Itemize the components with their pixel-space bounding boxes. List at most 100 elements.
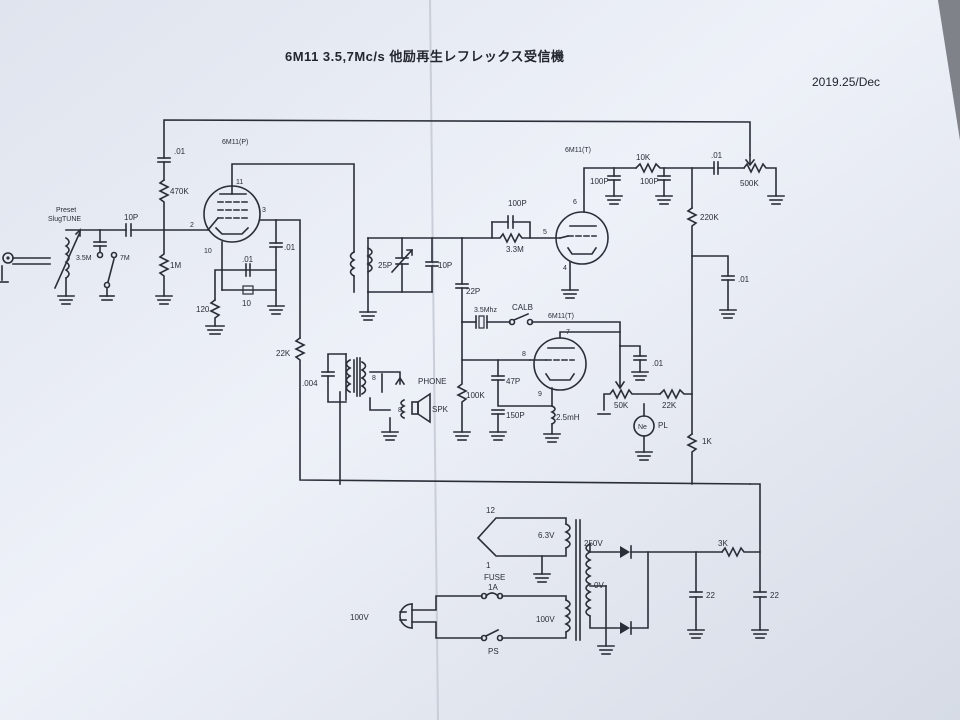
pin-5: 5	[543, 229, 547, 236]
capacitor-01-cathode	[245, 263, 251, 277]
pin-10: 10	[204, 248, 212, 255]
label-6-3v: 6.3V	[538, 531, 555, 540]
resistor-22k-screen	[294, 336, 751, 485]
label-tube3: 6M11(T)	[548, 313, 574, 320]
resistor-22k-osc	[658, 388, 693, 400]
capacitor-100p-plate-a	[605, 167, 623, 205]
rectifier-diode-lower	[589, 551, 649, 635]
label-preset: Preset	[56, 207, 76, 214]
label-c-01-osc: .01	[652, 359, 664, 368]
pin-9: 9	[538, 391, 542, 398]
label-slugtune: SlugTUNE	[48, 216, 81, 223]
label-c-10p: 10P	[124, 213, 138, 222]
pin-3: 3	[262, 207, 266, 214]
choke-2-5mh	[543, 387, 561, 443]
label-r-220k: 220K	[700, 213, 719, 222]
label-r-100k: 100K	[466, 391, 485, 400]
label-pl: PL	[658, 421, 668, 430]
label-spk: SPK	[432, 405, 449, 414]
label-r-1k: 1K	[702, 437, 712, 446]
label-c-004: .004	[302, 379, 318, 388]
tube-6m11-pentode	[203, 185, 261, 243]
label-c-100p-b: 100P	[640, 177, 659, 186]
heater-output	[476, 517, 567, 583]
top-feedback-wire	[163, 119, 751, 159]
potentiometer-50k	[597, 345, 661, 415]
label-c-100p: 100P	[508, 199, 527, 208]
capacitor-004	[321, 371, 347, 403]
capacitor-100p-grid	[491, 215, 531, 239]
label-c-22a: 22	[706, 591, 715, 600]
resistor-10k	[634, 162, 715, 174]
resistor-3-3m	[491, 232, 561, 244]
slug-tune-coil	[53, 228, 101, 305]
tube-6m11-triode-oscillator	[529, 331, 621, 391]
speaker-ground	[381, 417, 399, 441]
label-crystal: 3.5Mhz	[474, 307, 497, 314]
band-switch	[93, 229, 118, 301]
neon-pilot-lamp	[633, 403, 655, 461]
label-100v-primary: 100V	[536, 615, 555, 624]
tube-6m11-triode-detector	[555, 211, 609, 265]
antenna-jack	[0, 252, 51, 283]
filter-capacitor-22a	[687, 551, 705, 639]
capacitor-01-screen	[267, 219, 285, 315]
pin-2: 2	[190, 222, 194, 229]
resistor-120	[205, 298, 225, 335]
label-c-22b: 22	[770, 591, 779, 600]
label-tube1: 6M11(P)	[222, 139, 248, 146]
label-c-01-volume: .01	[711, 151, 723, 160]
label-tube2: 6M11(T)	[565, 147, 591, 154]
resistor-1m	[155, 229, 173, 305]
label-calb: CALB	[512, 303, 533, 312]
capacitor-22p	[455, 237, 469, 323]
resistor-470k	[158, 178, 170, 231]
label-r-22k-osc: 22K	[662, 401, 677, 410]
resistor-1k	[686, 432, 698, 485]
phone-jack	[369, 371, 406, 411]
pin-12: 12	[486, 506, 495, 515]
label-250v: 250V	[584, 539, 603, 548]
label-c-47p: 47P	[506, 377, 520, 386]
pin-4: 4	[563, 265, 567, 272]
label-c-10p-tank: 10P	[438, 261, 452, 270]
fuse-1a	[480, 592, 567, 601]
label-phone: PHONE	[418, 377, 446, 386]
variable-capacitor-25p	[390, 237, 414, 293]
pin-8-phone: 8	[372, 375, 376, 382]
label-ps: PS	[488, 647, 499, 656]
label-c-22p: 22P	[466, 287, 480, 296]
label-r-3k: 3K	[718, 539, 728, 548]
capacitor-100p-plate-b	[655, 167, 673, 205]
label-r-120: 120	[196, 305, 210, 314]
capacitor-150p	[489, 409, 507, 441]
rf-tank-circuit	[359, 237, 463, 321]
pin-1: 1	[486, 561, 491, 570]
label-r-3-3m: 3.3M	[506, 245, 524, 254]
power-switch	[480, 628, 567, 642]
ps-ground	[597, 645, 615, 655]
schematic-date: 2019.25/Dec	[812, 75, 880, 89]
tube2-cathode-ground	[561, 261, 579, 299]
label-0v: 0V	[594, 581, 604, 590]
capacitor-01-feedback	[157, 157, 171, 181]
capacitor-01-bplus	[691, 255, 737, 319]
label-fuse-1a: 1A	[488, 583, 498, 592]
ac-plug	[399, 595, 483, 639]
label-r-22k: 22K	[276, 349, 291, 358]
filter-capacitor-22b	[749, 483, 769, 639]
label-r-500k: 500K	[740, 179, 759, 188]
label-band-3-5m: 3.5M	[76, 255, 92, 262]
pin-11: 11	[236, 179, 243, 186]
capacitor-01-volume	[713, 161, 745, 175]
potentiometer-500k	[742, 154, 785, 205]
audio-transformer	[327, 250, 367, 401]
label-c-01-top: .01	[174, 147, 186, 156]
label-c-150p: 150P	[506, 411, 525, 420]
speaker	[400, 392, 431, 424]
label-c-01-cathode: .01	[242, 255, 254, 264]
pin-7: 7	[566, 329, 570, 336]
pin-8: 8	[522, 351, 526, 358]
crystal-3-5mhz	[475, 315, 511, 329]
